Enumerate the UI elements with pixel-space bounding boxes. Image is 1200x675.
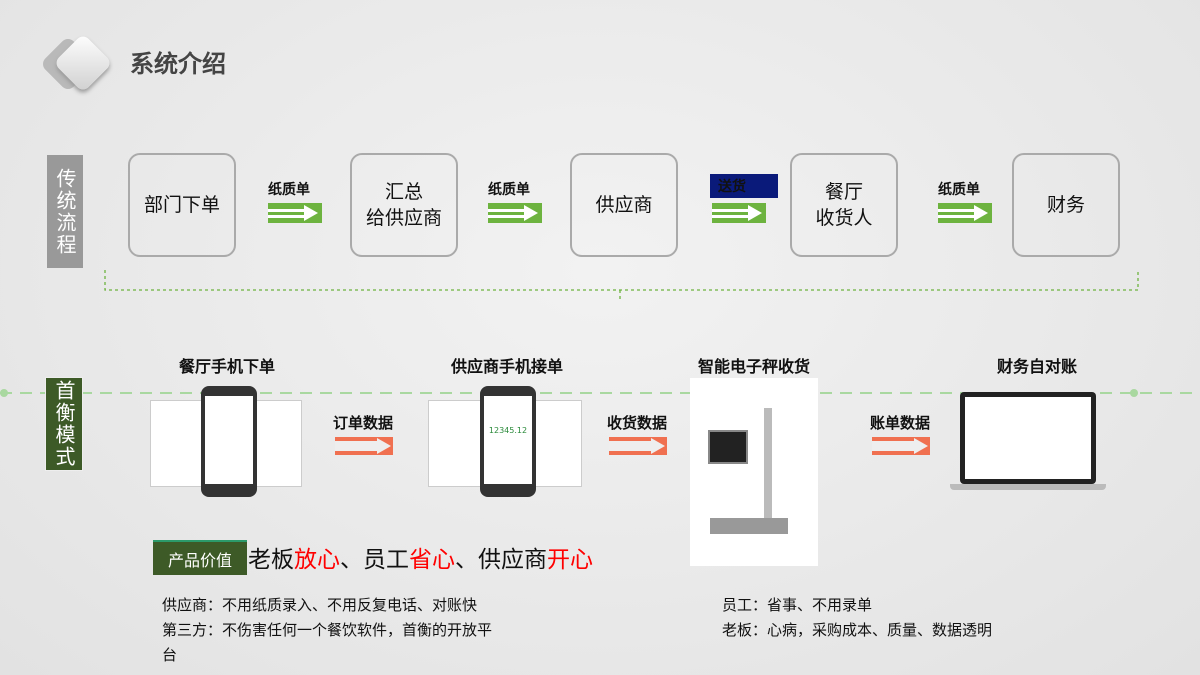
- step-finance: 财务: [1012, 153, 1120, 257]
- restaurant-phone-image: [201, 386, 257, 497]
- note-third-party: 第三方：不伤害任何一个餐饮软件，首衡的开放平: [162, 621, 493, 639]
- page-title: 系统介绍: [130, 50, 226, 78]
- step-aggregate: 汇总 给供应商: [350, 153, 458, 257]
- note-boss: 老板：心病，采购成本、质量、数据透明: [722, 621, 993, 639]
- double-arrow-icon: [268, 203, 322, 223]
- value-highlight: 开心: [547, 547, 593, 573]
- traditional-flow-label: 传统流程: [47, 155, 83, 268]
- note-staff: 员工：省事、不用录单: [722, 596, 873, 614]
- connector-lines: [0, 270, 1200, 397]
- double-arrow-icon: [488, 203, 542, 223]
- data-arrow-icon: [609, 437, 667, 455]
- value-text: 、员工: [340, 547, 409, 573]
- value-text: 、供应商: [455, 547, 547, 573]
- value-text: 老板: [248, 547, 294, 573]
- step-receiver: 餐厅 收货人: [790, 153, 898, 257]
- phone-amount: 12345.12: [484, 396, 532, 484]
- section-title: 餐厅手机下单: [178, 357, 276, 376]
- double-arrow-icon: [938, 203, 992, 223]
- product-value-badge: 产品价值: [153, 540, 247, 575]
- shouheng-mode-label: 首衡模式: [45, 377, 83, 471]
- section-title: 供应商手机接单: [450, 357, 564, 376]
- step-dept-order: 部门下单: [128, 153, 236, 257]
- value-highlight: 放心: [294, 547, 340, 573]
- data-arrow-icon: [872, 437, 930, 455]
- arrow-label: 纸质单: [268, 182, 310, 198]
- data-label: 收货数据: [607, 414, 668, 432]
- arrow-label-delivery: 送货: [710, 174, 778, 198]
- step-supplier: 供应商: [570, 153, 678, 257]
- note-third-party-cont: 台: [162, 646, 178, 664]
- value-highlight: 省心: [409, 547, 455, 573]
- section-title: 财务自对账: [996, 357, 1078, 376]
- laptop-image: [960, 392, 1096, 484]
- value-statement: 老板放心、员工省心、供应商开心: [248, 540, 593, 574]
- section-title: 智能电子秤收货: [697, 357, 811, 376]
- arrow-label: 纸质单: [488, 182, 530, 198]
- double-arrow-icon: [712, 203, 766, 223]
- supplier-phone-image: 12345.12: [480, 386, 536, 497]
- data-label: 账单数据: [870, 414, 931, 432]
- laptop-base: [950, 484, 1106, 490]
- data-arrow-icon: [335, 437, 393, 455]
- electronic-scale-image: [690, 378, 818, 566]
- note-supplier: 供应商：不用纸质录入、不用反复电话、对账快: [162, 596, 478, 614]
- data-label: 订单数据: [333, 414, 394, 432]
- arrow-label: 纸质单: [938, 182, 980, 198]
